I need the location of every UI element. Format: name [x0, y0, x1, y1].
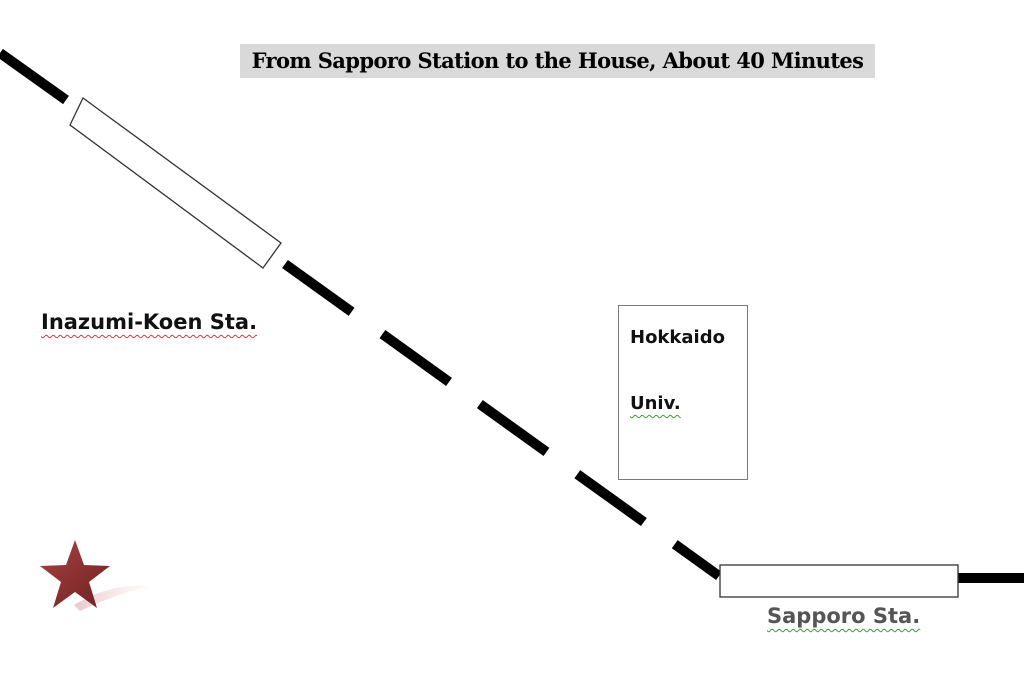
inazumi-koen-station-platform: [69, 97, 282, 269]
star-icon: [40, 540, 110, 608]
hokkaido-univ-label-line2: Univ.: [630, 393, 681, 414]
hokkaido-univ-label-line1: Hokkaido: [630, 327, 725, 348]
hokkaido-univ-box: [618, 305, 748, 480]
inazumi-koen-station-label: Inazumi-Koen Sta.: [41, 310, 258, 334]
rail-line-segment: [0, 48, 69, 105]
sapporo-station-platform: [719, 564, 959, 598]
map-title: From Sapporo Station to the House, About…: [240, 44, 875, 78]
sapporo-station-label: Sapporo Sta.: [767, 604, 921, 628]
rail-line-dashed: [282, 259, 722, 581]
